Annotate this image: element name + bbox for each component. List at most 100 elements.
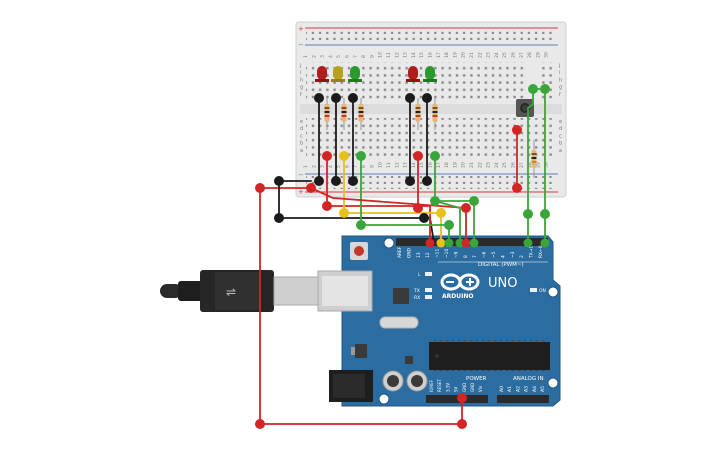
endpoint bbox=[457, 419, 467, 429]
power-pin-label: GND bbox=[462, 383, 467, 392]
endpoint bbox=[274, 176, 284, 186]
column-number: 25 bbox=[502, 162, 508, 168]
wire-green-button-1[interactable] bbox=[527, 88, 534, 244]
crystal bbox=[379, 316, 419, 329]
led-green-2[interactable] bbox=[423, 66, 437, 82]
analog-header-pins bbox=[498, 396, 548, 402]
digital-pin-label: AREF bbox=[397, 246, 403, 258]
endpoint bbox=[339, 208, 349, 218]
endpoint bbox=[339, 151, 349, 161]
column-number: 20 bbox=[461, 162, 467, 168]
row-letter: h bbox=[559, 77, 562, 83]
endpoint bbox=[419, 213, 429, 223]
led-group bbox=[315, 66, 437, 82]
power-pin-label: RESET bbox=[437, 379, 442, 392]
capacitor-icon bbox=[382, 370, 428, 392]
wire-yellow-pin12[interactable] bbox=[343, 155, 442, 244]
led-yellow-1[interactable] bbox=[331, 66, 345, 82]
wire-endpoints bbox=[255, 84, 550, 429]
column-number: 21 bbox=[469, 52, 475, 58]
endpoint bbox=[430, 151, 440, 161]
endpoint bbox=[461, 203, 471, 213]
column-number: 13 bbox=[403, 52, 409, 58]
column-number: 26 bbox=[511, 52, 517, 58]
endpoint bbox=[322, 151, 332, 161]
usb-jack-inner bbox=[322, 276, 368, 306]
column-number: 10 bbox=[378, 52, 384, 58]
led-red-2[interactable] bbox=[406, 66, 420, 82]
row-letter: b bbox=[559, 141, 562, 147]
column-number: 12 bbox=[394, 52, 400, 58]
endpoint bbox=[331, 176, 341, 186]
resistor-6[interactable] bbox=[531, 140, 537, 178]
resistor-4[interactable] bbox=[415, 98, 421, 130]
wire-green-pin9[interactable] bbox=[434, 155, 475, 244]
digital-label: DIGITAL (PWM~) bbox=[478, 262, 524, 268]
reset-button-icon[interactable] bbox=[350, 242, 368, 260]
endpoint bbox=[356, 220, 366, 230]
endpoint bbox=[255, 183, 265, 193]
resistor-3[interactable] bbox=[358, 98, 364, 130]
digital-pin-label: 8 bbox=[463, 255, 469, 258]
led-l-label: L bbox=[418, 272, 421, 278]
resistor-5[interactable] bbox=[432, 98, 438, 130]
top-rail-holes bbox=[306, 30, 556, 43]
endpoint bbox=[425, 238, 435, 248]
endpoint bbox=[528, 84, 538, 94]
digital-pin-label: GND bbox=[406, 247, 412, 258]
row-letter: c bbox=[300, 133, 303, 139]
mount-hole-4 bbox=[378, 393, 390, 405]
endpoint bbox=[469, 196, 479, 206]
digital-pin-label: 12 bbox=[425, 252, 431, 258]
analog-pin-label: A0 bbox=[499, 386, 505, 392]
regulator bbox=[355, 344, 367, 358]
led-green-1[interactable] bbox=[348, 66, 362, 82]
column-number: 24 bbox=[494, 162, 500, 168]
analog-label: ANALOG IN bbox=[513, 376, 544, 382]
row-letter: d bbox=[300, 126, 303, 132]
wire-red-pin10[interactable] bbox=[310, 187, 467, 244]
endpoint bbox=[413, 151, 423, 161]
column-number: 15 bbox=[419, 52, 425, 58]
led-red-1[interactable] bbox=[315, 66, 329, 82]
endpoint bbox=[405, 176, 415, 186]
endpoint bbox=[457, 393, 467, 403]
resistor-2[interactable] bbox=[341, 98, 347, 130]
regulator-tab bbox=[351, 347, 355, 355]
digital-pin-label: ~9 bbox=[453, 251, 459, 258]
digital-pin-label: RX←0 bbox=[538, 245, 544, 258]
endpoint bbox=[540, 209, 550, 219]
digital-pin-label: ~10 bbox=[444, 249, 450, 258]
analog-pin-label: A4 bbox=[532, 386, 538, 392]
push-button-icon[interactable] bbox=[516, 99, 534, 117]
mount-hole-1 bbox=[383, 237, 395, 249]
top-rail-plus-label: + bbox=[298, 25, 304, 33]
row-letter: d bbox=[559, 126, 562, 132]
endpoint bbox=[461, 238, 471, 248]
column-number: 8 bbox=[361, 55, 367, 58]
column-number: 26 bbox=[511, 162, 517, 168]
endpoint bbox=[444, 238, 454, 248]
endpoint bbox=[540, 84, 550, 94]
endpoint bbox=[422, 93, 432, 103]
column-number: 23 bbox=[486, 52, 492, 58]
row-letter: e bbox=[300, 119, 303, 125]
led-on-label: ON bbox=[539, 288, 546, 294]
endpoint bbox=[523, 209, 533, 219]
wire-red-pin13[interactable] bbox=[326, 155, 419, 207]
column-number: 15 bbox=[419, 162, 425, 168]
endpoint bbox=[306, 183, 316, 193]
row-letter: a bbox=[559, 148, 562, 154]
wire-green-pin8[interactable] bbox=[434, 200, 461, 244]
mount-hole-3 bbox=[547, 377, 559, 389]
column-number: 2 bbox=[311, 165, 317, 168]
row-letter: a bbox=[300, 148, 303, 154]
column-number: 21 bbox=[469, 162, 475, 168]
wire-green-pin11[interactable] bbox=[360, 155, 450, 244]
resistor-1[interactable] bbox=[324, 98, 330, 130]
endpoint bbox=[322, 201, 332, 211]
bottom-rail-plus-label: + bbox=[298, 188, 304, 196]
